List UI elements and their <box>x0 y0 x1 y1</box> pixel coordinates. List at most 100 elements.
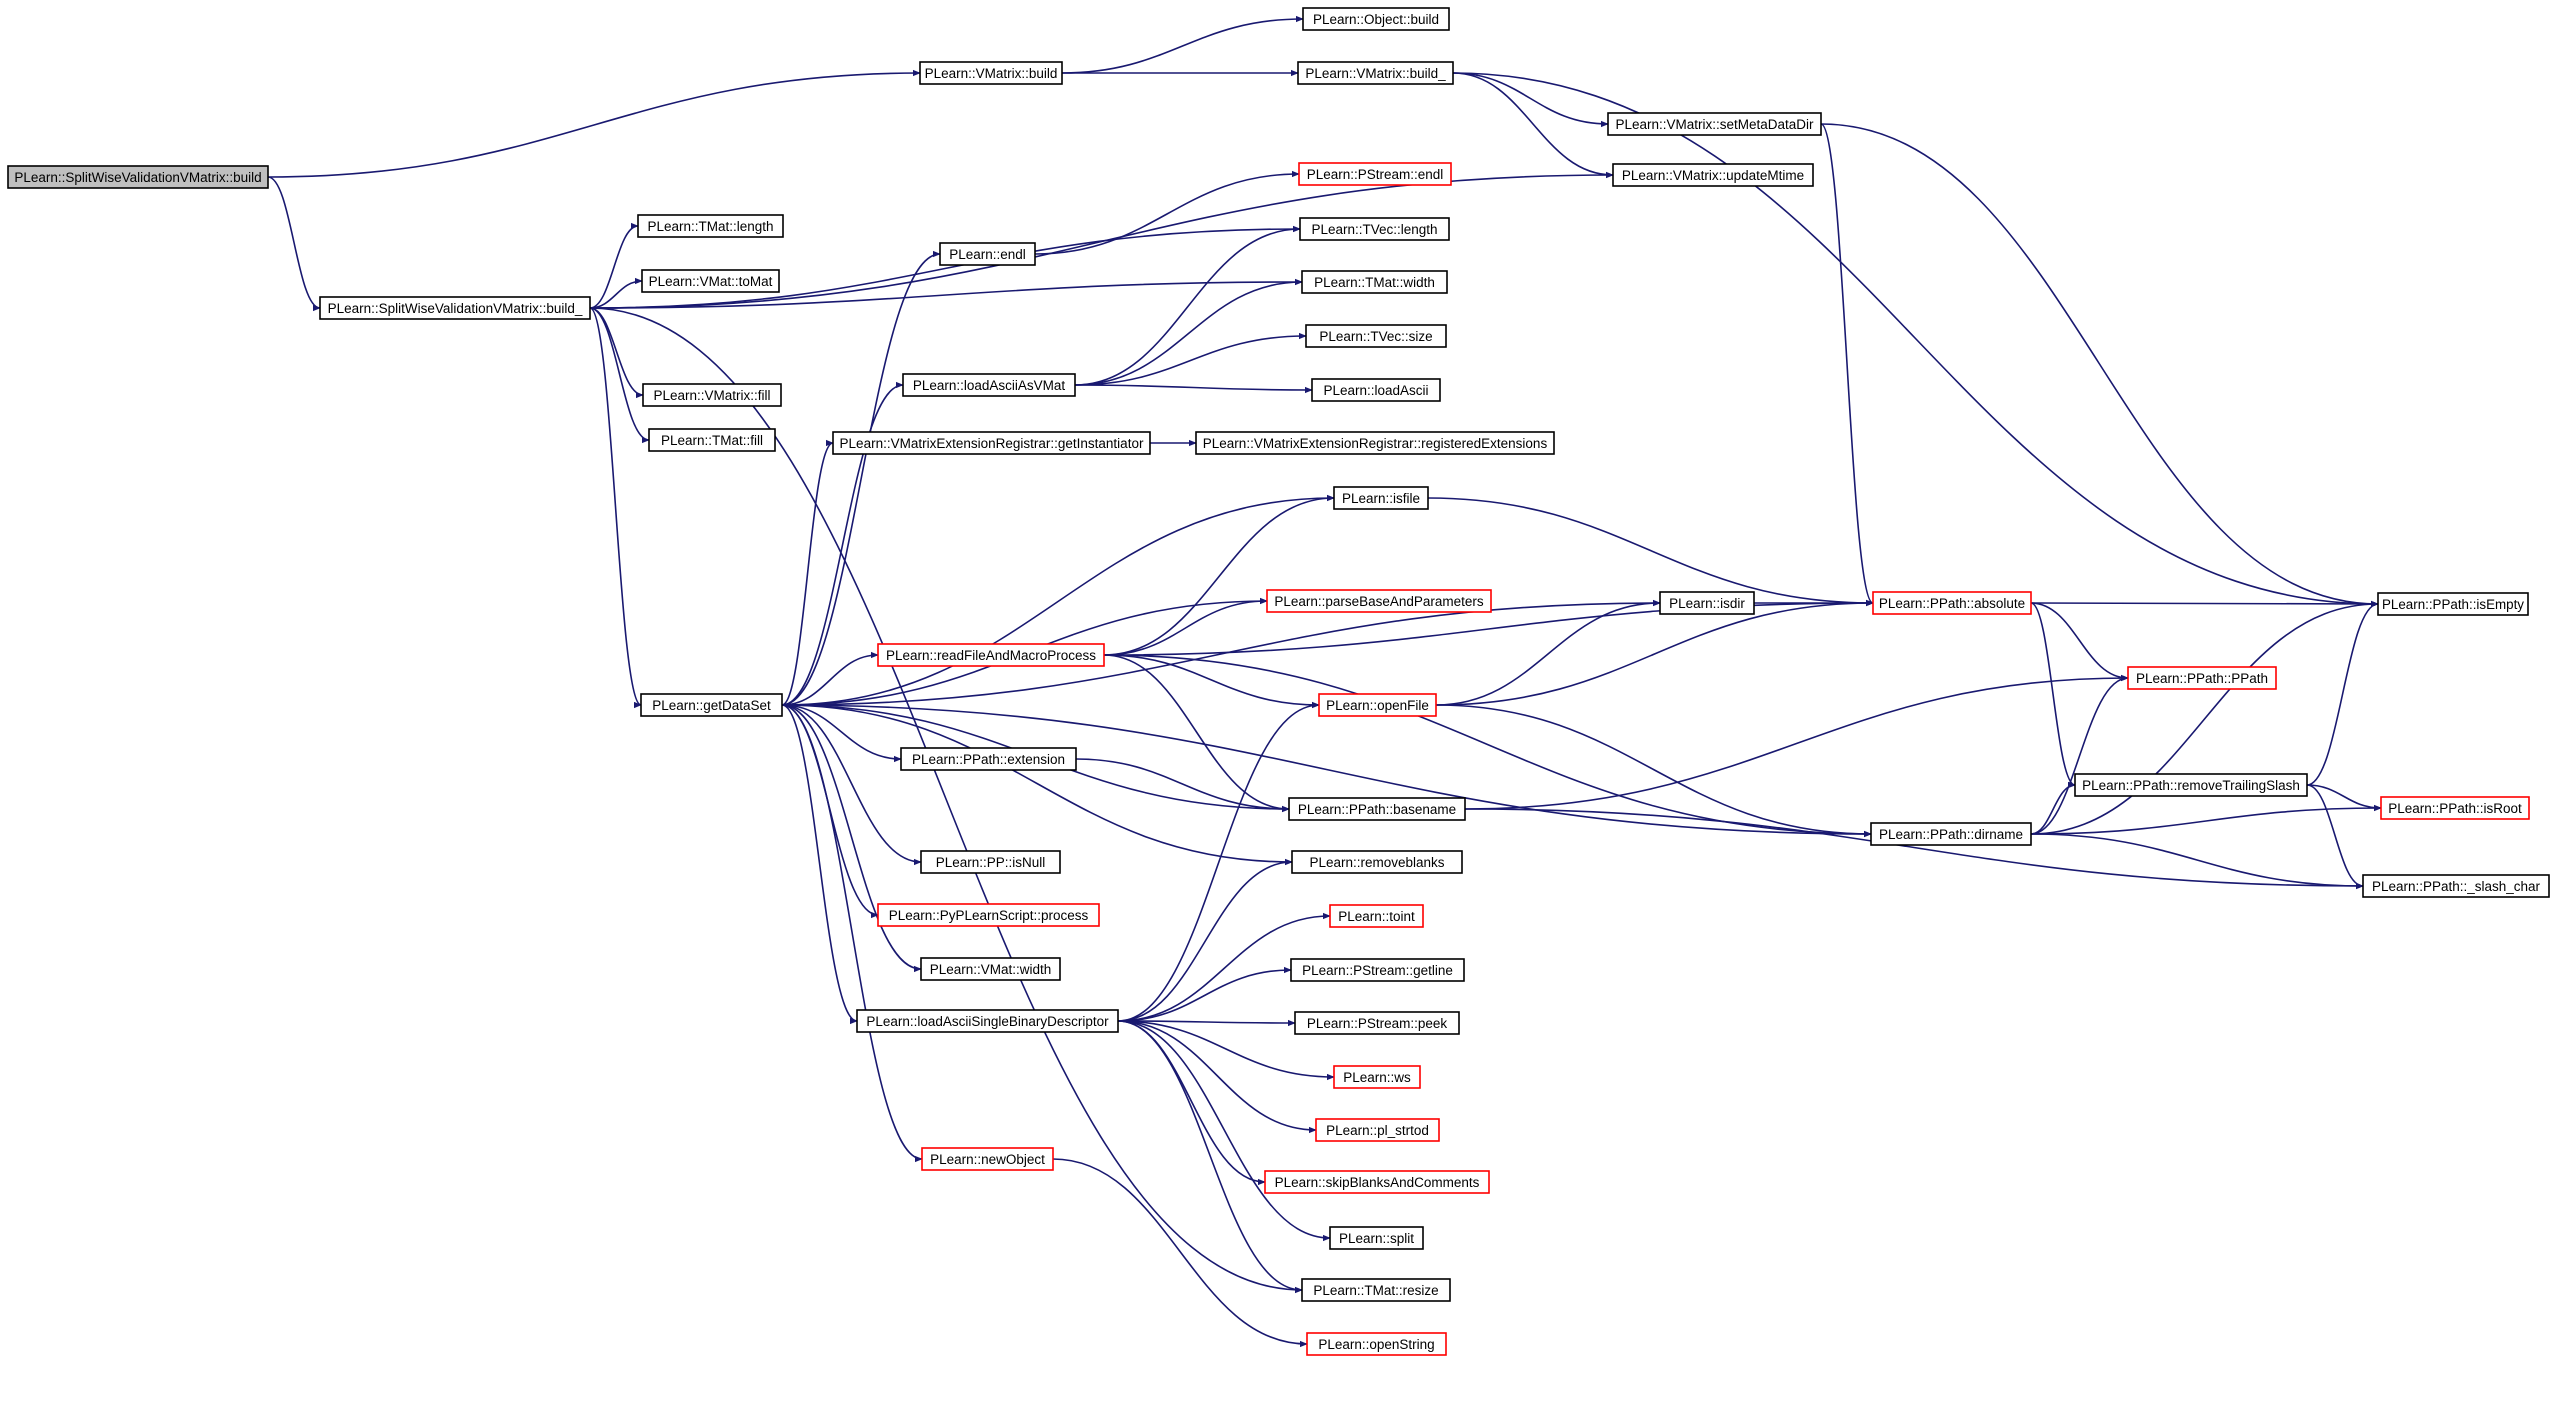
node-isnull[interactable]: PLearn::PP::isNull <box>920 850 1061 874</box>
node-regext[interactable]: PLearn::VMatrixExtensionRegistrar::regis… <box>1195 431 1555 455</box>
node-endl[interactable]: PLearn::endl <box>939 242 1036 266</box>
node-tveclength[interactable]: PLearn::TVec::length <box>1299 217 1450 241</box>
node-label: PLearn::skipBlanksAndComments <box>1275 1175 1480 1190</box>
edge-openfile-to-isdir <box>1435 599 1661 706</box>
node-plstrtod[interactable]: PLearn::pl_strtod <box>1315 1118 1440 1142</box>
edge-swbuild_-to-getdataset <box>589 307 642 709</box>
node-split[interactable]: PLearn::split <box>1329 1226 1424 1250</box>
node-peek[interactable]: PLearn::PStream::peek <box>1294 1011 1460 1035</box>
node-openfile[interactable]: PLearn::openFile <box>1318 693 1437 717</box>
node-tmatresize[interactable]: PLearn::TMat::resize <box>1301 1278 1451 1302</box>
node-box <box>1315 1118 1440 1142</box>
edge-getdataset-to-isdir <box>781 599 1661 706</box>
node-tmatfill[interactable]: PLearn::TMat::fill <box>648 428 776 452</box>
node-getline[interactable]: PLearn::PStream::getline <box>1290 958 1465 982</box>
edge-readfile-to-parsebase <box>1103 597 1268 656</box>
node-pyprocess[interactable]: PLearn::PyPLearnScript::process <box>877 903 1100 927</box>
node-getinst[interactable]: PLearn::VMatrixExtensionRegistrar::getIn… <box>832 431 1151 455</box>
node-box <box>920 957 1061 981</box>
node-removeblanks[interactable]: PLearn::removeblanks <box>1291 850 1463 874</box>
node-vmatwidth[interactable]: PLearn::VMat::width <box>920 957 1061 981</box>
node-label: PLearn::getDataSet <box>652 698 771 713</box>
node-pstreamendl[interactable]: PLearn::PStream::endl <box>1298 162 1452 186</box>
node-box <box>1290 958 1465 982</box>
edge-getdataset-to-isnull <box>781 704 922 866</box>
node-loadascii[interactable]: PLearn::loadAscii <box>1311 378 1441 402</box>
node-label: PLearn::TVec::length <box>1311 222 1437 237</box>
node-updmtime[interactable]: PLearn::VMatrix::updateMtime <box>1612 163 1814 187</box>
edge-loadasciivmat-to-tmatwidth <box>1074 278 1303 386</box>
node-basename[interactable]: PLearn::PPath::basename <box>1288 797 1466 821</box>
edge-vmbuild_-to-isempty <box>1452 72 2379 608</box>
node-swbuild_[interactable]: PLearn::SplitWiseValidationVMatrix::buil… <box>319 296 591 320</box>
node-vmbuild_[interactable]: PLearn::VMatrix::build_ <box>1297 61 1454 85</box>
node-extension[interactable]: PLearn::PPath::extension <box>900 747 1077 771</box>
node-absolute[interactable]: PLearn::PPath::absolute <box>1872 591 2032 615</box>
node-box <box>877 643 1105 667</box>
node-parsebase[interactable]: PLearn::parseBaseAndParameters <box>1266 589 1492 613</box>
node-vmattomat[interactable]: PLearn::VMat::toMat <box>641 269 780 293</box>
node-loadasciivmat[interactable]: PLearn::loadAsciiAsVMat <box>902 373 1076 397</box>
node-box <box>856 1009 1119 1033</box>
node-removetrailing[interactable]: PLearn::PPath::removeTrailingSlash <box>2074 773 2308 797</box>
node-isroot[interactable]: PLearn::PPath::isRoot <box>2380 796 2530 820</box>
node-tmatlength[interactable]: PLearn::TMat::length <box>637 214 784 238</box>
node-box <box>1288 797 1466 821</box>
node-root[interactable]: PLearn::SplitWiseValidationVMatrix::buil… <box>7 165 269 189</box>
edge-loadsingle-to-toint <box>1117 912 1331 1022</box>
node-label: PLearn::PPath::basename <box>1298 802 1456 817</box>
node-objbuild[interactable]: PLearn::Object::build <box>1302 7 1450 31</box>
node-slashchar[interactable]: PLearn::PPath::_slash_char <box>2362 874 2550 898</box>
node-box <box>877 903 1100 927</box>
node-isdir[interactable]: PLearn::isdir <box>1659 591 1755 615</box>
edge-vmbuild_-to-setmeta <box>1452 72 1609 128</box>
edge-dirname-to-ppath <box>2030 674 2129 835</box>
node-label: PLearn::SplitWiseValidationVMatrix::buil… <box>328 301 583 316</box>
node-setmeta[interactable]: PLearn::VMatrix::setMetaDataDir <box>1607 112 1822 136</box>
edge-absolute-to-isempty <box>2030 600 2379 608</box>
node-label: PLearn::VMatrix::setMetaDataDir <box>1615 117 1814 132</box>
node-loadsingle[interactable]: PLearn::loadAsciiSingleBinaryDescriptor <box>856 1009 1119 1033</box>
node-openstring[interactable]: PLearn::openString <box>1306 1332 1447 1356</box>
node-skipblanks[interactable]: PLearn::skipBlanksAndComments <box>1264 1170 1490 1194</box>
node-ppath[interactable]: PLearn::PPath::PPath <box>2127 666 2277 690</box>
node-isempty[interactable]: PLearn::PPath::isEmpty <box>2377 592 2529 616</box>
edge-loadasciivmat-to-loadascii <box>1074 384 1313 394</box>
node-label: PLearn::PStream::getline <box>1302 963 1453 978</box>
edge-root-to-swbuild_ <box>267 176 321 312</box>
edge-newobject-to-openstring <box>1052 1158 1308 1348</box>
node-box <box>920 850 1061 874</box>
node-label: PLearn::loadAsciiSingleBinaryDescriptor <box>866 1014 1109 1029</box>
node-label: PLearn::VMatrix::build <box>925 66 1058 81</box>
node-tmatwidth[interactable]: PLearn::TMat::width <box>1301 270 1448 294</box>
node-label: PLearn::SplitWiseValidationVMatrix::buil… <box>14 170 261 185</box>
node-toint[interactable]: PLearn::toint <box>1329 904 1424 928</box>
edge-absolute-to-removetrailing <box>2030 602 2076 789</box>
node-box <box>1659 591 1755 615</box>
node-vmbuild[interactable]: PLearn::VMatrix::build <box>919 61 1063 85</box>
edge-readfile-to-basename <box>1103 654 1290 813</box>
edge-loadsingle-to-plstrtod <box>1117 1020 1317 1134</box>
edge-swbuild_-to-tmatlength <box>589 222 639 309</box>
edge-loadsingle-to-tmatresize <box>1117 1020 1303 1294</box>
node-ws[interactable]: PLearn::ws <box>1333 1065 1421 1089</box>
node-getdataset[interactable]: PLearn::getDataSet <box>640 693 783 717</box>
node-box <box>648 428 776 452</box>
node-vmfill[interactable]: PLearn::VMatrix::fill <box>642 383 782 407</box>
node-label: PLearn::VMatrixExtensionRegistrar::getIn… <box>840 436 1144 451</box>
edge-dirname-to-slashchar <box>2030 833 2364 890</box>
edge-getdataset-to-isfile <box>781 494 1335 706</box>
node-newobject[interactable]: PLearn::newObject <box>921 1147 1054 1171</box>
node-tvecsize[interactable]: PLearn::TVec::size <box>1305 324 1447 348</box>
edge-root-to-vmbuild <box>267 69 921 178</box>
node-isfile[interactable]: PLearn::isfile <box>1333 486 1429 510</box>
node-box <box>1298 162 1452 186</box>
edge-getdataset-to-removeblanks <box>781 704 1293 866</box>
node-box <box>832 431 1151 455</box>
edge-removetrailing-to-isempty <box>2306 600 2379 786</box>
node-label: PLearn::TMat::length <box>647 219 773 234</box>
node-label: PLearn::PPath::extension <box>912 752 1065 767</box>
node-readfile[interactable]: PLearn::readFileAndMacroProcess <box>877 643 1105 667</box>
node-dirname[interactable]: PLearn::PPath::dirname <box>1870 822 2032 846</box>
edge-swbuild_-to-tveclength <box>589 225 1301 309</box>
